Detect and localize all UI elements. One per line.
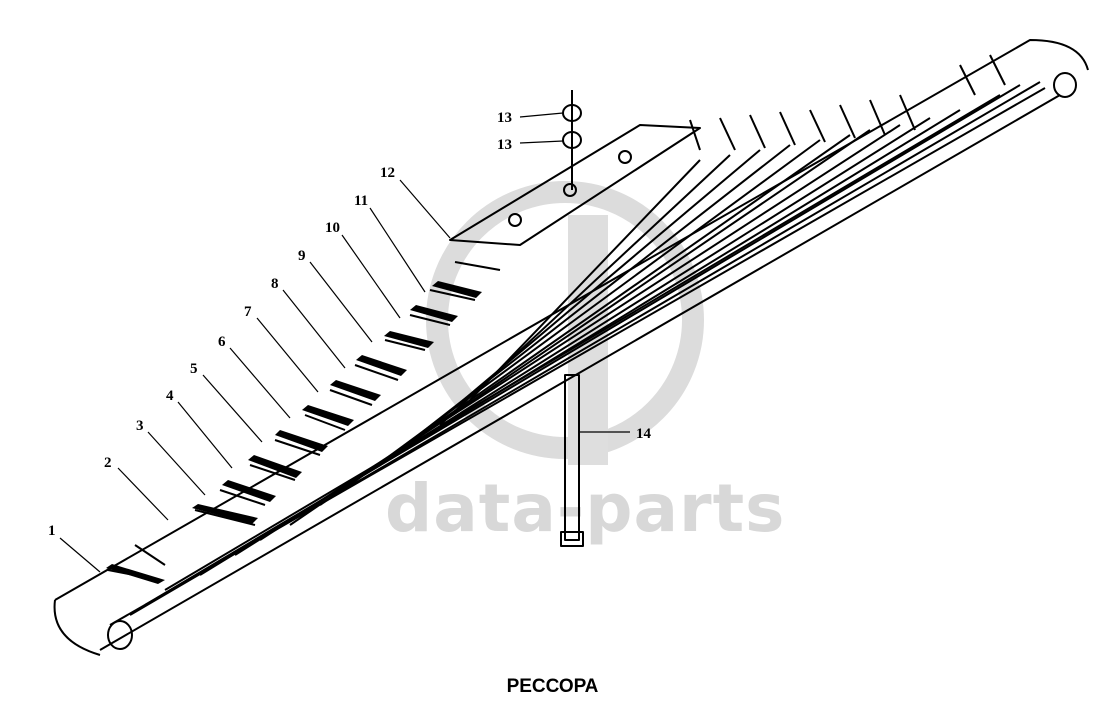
callout-label-1: 1 (48, 523, 56, 539)
callout-label-13a: 13 (497, 110, 512, 126)
callout-label-10: 10 (325, 220, 340, 236)
watermark-text: data-parts (385, 470, 786, 547)
callout-label-13b: 13 (497, 137, 512, 153)
callout-label-14: 14 (636, 426, 652, 442)
callout-label-6: 6 (218, 334, 226, 350)
callout-label-9: 9 (298, 248, 306, 264)
diagram-caption: РЕССОРА (506, 676, 599, 697)
callout-label-5: 5 (190, 361, 198, 377)
callout-label-2: 2 (104, 455, 112, 471)
callout-label-8: 8 (271, 276, 279, 292)
callout-label-12: 12 (380, 165, 395, 181)
callout-label-11: 11 (354, 193, 368, 209)
callout-label-3: 3 (136, 418, 144, 434)
callout-label-7: 7 (244, 304, 252, 320)
callout-label-4: 4 (166, 388, 174, 404)
